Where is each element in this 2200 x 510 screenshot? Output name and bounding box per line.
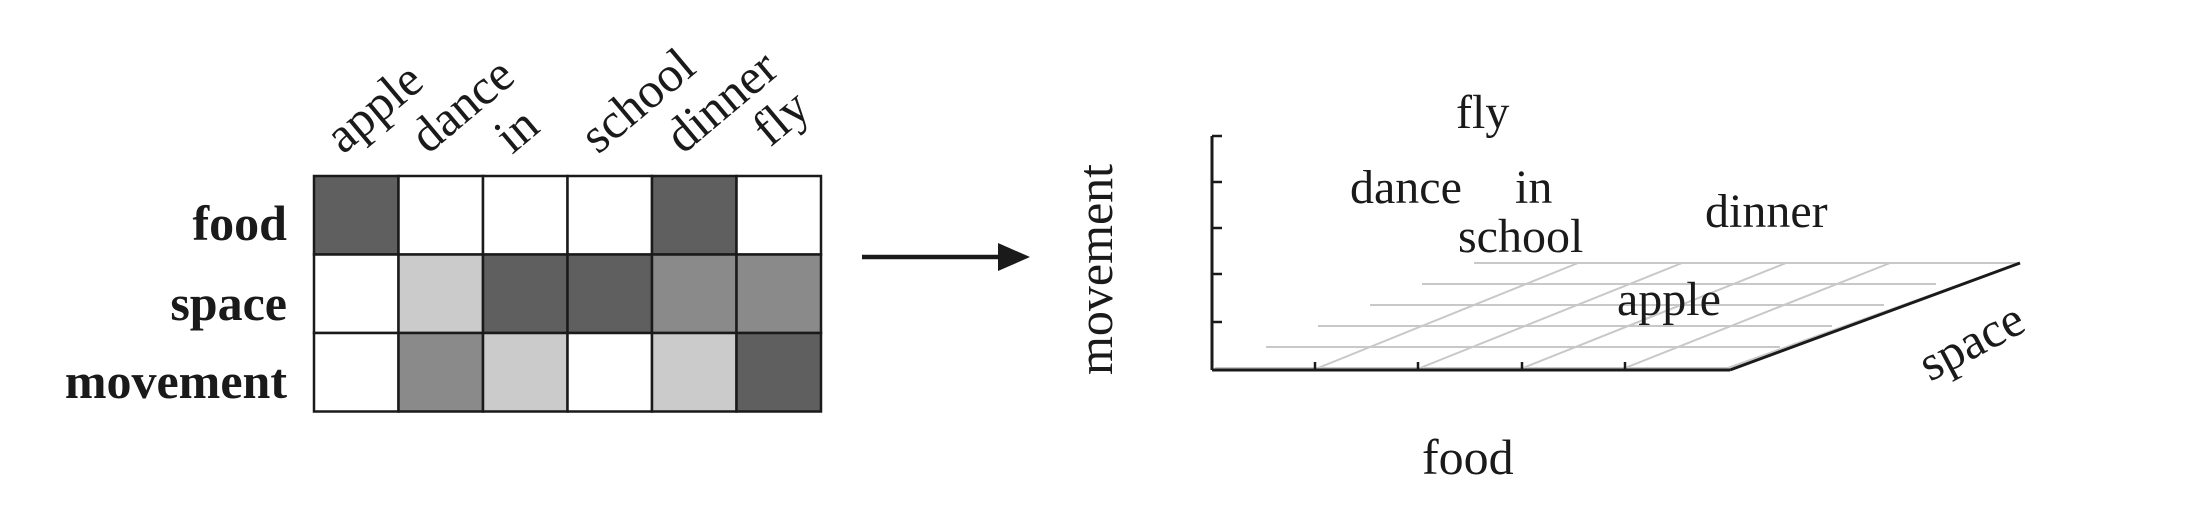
plot-words: fly dance in school dinner apple bbox=[1350, 86, 1828, 326]
matrix-cell-space-dance bbox=[397, 253, 485, 335]
matrix-cell-space-apple bbox=[312, 253, 400, 335]
plot-word-dance: dance bbox=[1350, 161, 1462, 214]
matrix-cell-movement-in bbox=[481, 331, 569, 413]
plot-word-apple: apple bbox=[1617, 273, 1721, 326]
matrix-cells bbox=[312, 174, 823, 413]
depth-axis bbox=[1729, 261, 2021, 372]
matrix-cell-space-fly bbox=[735, 253, 823, 335]
matrix-cell-space-dinner bbox=[650, 253, 738, 335]
plot-word-dinner: dinner bbox=[1705, 185, 1828, 238]
axis-label-movement: movement bbox=[1067, 164, 1123, 375]
matrix-cell-space-in bbox=[481, 253, 569, 335]
matrix-cell-movement-apple bbox=[312, 331, 400, 413]
row-label-movement: movement bbox=[65, 353, 287, 409]
matrix-cell-food-in bbox=[481, 174, 569, 256]
matrix-cell-food-school bbox=[566, 174, 654, 256]
row-label-food: food bbox=[193, 195, 288, 251]
axis-label-food: food bbox=[1422, 429, 1514, 485]
matrix-cell-movement-fly bbox=[735, 331, 823, 413]
plot-word-fly: fly bbox=[1456, 86, 1509, 139]
matrix-cell-space-school bbox=[566, 253, 654, 335]
matrix-row-labels: food space movement bbox=[65, 195, 287, 409]
matrix-column-labels: apple dance in school dinner fly bbox=[314, 37, 820, 164]
matrix-cell-food-dinner bbox=[650, 174, 738, 256]
semantic-space-plot: movement food space fly dance in school … bbox=[1067, 86, 2033, 485]
matrix-cell-movement-dance bbox=[397, 331, 485, 413]
matrix-cell-food-apple bbox=[312, 174, 400, 256]
plot-axes bbox=[1210, 134, 2021, 372]
matrix-cell-movement-dinner bbox=[650, 331, 738, 413]
row-label-space: space bbox=[170, 275, 287, 331]
matrix-cell-food-dance bbox=[397, 174, 485, 256]
axis-label-space: space bbox=[1909, 290, 2033, 392]
floor-grid bbox=[1215, 262, 2021, 369]
right-arrow-icon bbox=[862, 243, 1030, 271]
plot-word-in: in bbox=[1515, 161, 1552, 214]
plot-word-school: school bbox=[1458, 210, 1583, 263]
matrix-cell-movement-school bbox=[566, 331, 654, 413]
matrix-cell-food-fly bbox=[735, 174, 823, 256]
feature-matrix: apple dance in school dinner fly food sp… bbox=[65, 37, 823, 413]
